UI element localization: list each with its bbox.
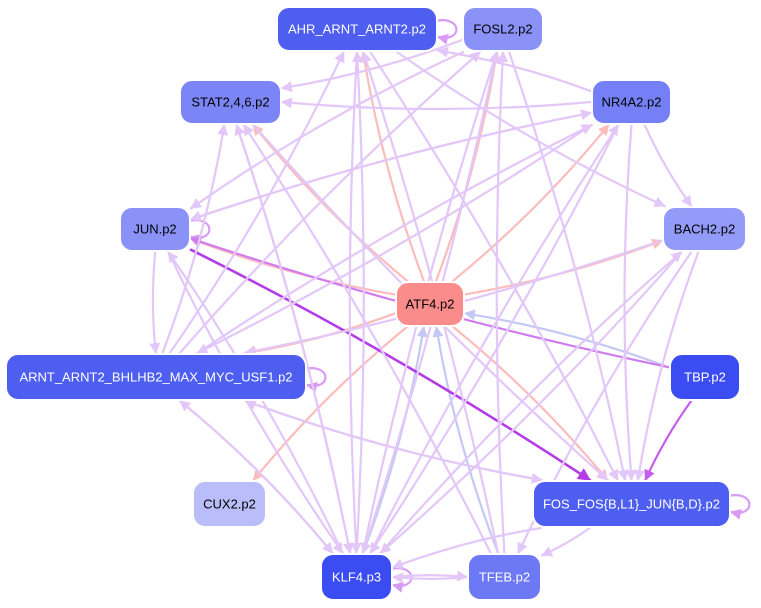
edge-nr4a2-to-ahr — [436, 46, 593, 93]
node-klf4[interactable]: KLF4.p3 — [320, 553, 393, 601]
edge-arnt-to-nr4a2 — [196, 123, 593, 355]
edge-arnt-to-stat — [161, 123, 229, 355]
edge-jun-to-arnt — [149, 250, 161, 355]
node-label: FOS_FOS{B,L1}_JUN{B,D}.p2 — [543, 497, 720, 512]
edge-arnt-to-fosl2 — [178, 50, 482, 355]
node-cux2[interactable]: CUX2.p2 — [192, 480, 267, 528]
node-label: TBP.p2 — [684, 370, 726, 385]
node-label: STAT2,4,6.p2 — [191, 95, 269, 110]
edge-jun-to-jun — [186, 219, 211, 245]
node-label: CUX2.p2 — [203, 497, 256, 512]
node-label: NR4A2.p2 — [602, 95, 662, 110]
node-arnt[interactable]: ARNT_ARNT2_BHLHB2_MAX_MYC_USF1.p2 — [5, 353, 307, 401]
node-label: KLF4.p3 — [332, 570, 381, 585]
edge-fosl2-to-jun — [189, 50, 465, 210]
edge-fos-to-tfeb — [540, 526, 591, 557]
edge-atf4-to-fosl2 — [435, 50, 501, 283]
node-box — [467, 553, 542, 601]
edge-nr4a2-to-stat — [280, 97, 593, 111]
node-bach2[interactable]: BACH2.p2 — [662, 206, 747, 252]
edge-fosl2-to-stat — [280, 38, 464, 93]
edge-arnt-to-klf4 — [179, 399, 334, 555]
edge-nr4a2-to-klf4 — [369, 123, 620, 555]
edge-fosl2-to-fos — [508, 50, 629, 482]
edge-klf4-to-stat — [234, 123, 352, 555]
node-tfeb[interactable]: TFEB.p2 — [467, 553, 542, 601]
node-jun[interactable]: JUN.p2 — [119, 206, 191, 252]
edge-nr4a2-to-bach2 — [643, 123, 693, 208]
node-box — [669, 353, 741, 401]
node-label: JUN.p2 — [133, 222, 176, 237]
edge-fos-to-klf4 — [391, 526, 543, 569]
edge-tfeb-to-atf4 — [432, 325, 500, 555]
node-box — [192, 480, 267, 528]
node-label: AHR_ARNT_ARNT2.p2 — [288, 22, 426, 37]
edge-fos-to-fos — [726, 494, 751, 520]
edge-ahr-to-bach2 — [395, 50, 666, 208]
edge-jun-to-nr4a2 — [189, 109, 593, 221]
node-box — [532, 480, 731, 528]
edge-tbp-to-fos — [644, 399, 693, 482]
edge-tfeb-to-klf4 — [391, 572, 469, 584]
edge-ahr-to-klf4 — [348, 50, 362, 555]
node-box — [276, 6, 438, 52]
node-label: ARNT_ARNT2_BHLHB2_MAX_MYC_USF1.p2 — [19, 370, 292, 385]
node-atf4[interactable]: ATF4.p2 — [395, 281, 465, 327]
edge-tfeb-to-fosl2 — [495, 50, 509, 555]
edge-arnt-to-fos — [244, 399, 543, 484]
edge-nr4a2-to-arnt — [196, 123, 593, 355]
edge-tfeb-to-stat — [242, 123, 492, 555]
edge-nr4a2-to-fos — [623, 123, 637, 482]
edge-atf4-to-cux2 — [252, 325, 408, 482]
edge-klf4-to-nr4a2 — [369, 123, 620, 555]
edge-atf4-to-fos — [452, 325, 609, 482]
edge-arnt-to-ahr — [168, 50, 345, 355]
node-tbp[interactable]: TBP.p2 — [669, 353, 741, 401]
edge-klf4-to-bach2 — [379, 250, 683, 555]
edge-tbp-to-atf4 — [463, 309, 671, 369]
node-fosl2[interactable]: FOSL2.p2 — [462, 6, 544, 52]
node-box — [395, 281, 465, 327]
node-fos[interactable]: FOS_FOS{B,L1}_JUN{B,D}.p2 — [532, 480, 731, 528]
node-box — [179, 79, 282, 125]
node-box — [119, 206, 191, 252]
edge-atf4-to-ahr — [359, 50, 425, 283]
node-label: BACH2.p2 — [674, 222, 735, 237]
edge-arnt-to-arnt — [302, 367, 327, 393]
node-label: TFEB.p2 — [479, 570, 530, 585]
node-ahr[interactable]: AHR_ARNT_ARNT2.p2 — [276, 6, 438, 52]
edge-atf4-to-bach2 — [463, 239, 664, 296]
node-stat[interactable]: STAT2,4,6.p2 — [179, 79, 282, 125]
edge-bach2-to-fos — [634, 250, 700, 482]
edge-klf4-to-ahr — [352, 50, 365, 555]
node-nr4a2[interactable]: NR4A2.p2 — [591, 79, 672, 125]
edge-bach2-to-klf4 — [379, 250, 683, 555]
node-box — [5, 353, 307, 401]
node-box — [320, 553, 393, 601]
node-box — [662, 206, 747, 252]
edge-ahr-to-ahr — [433, 19, 458, 45]
node-box — [591, 79, 672, 125]
edge-klf4-to-atf4 — [361, 325, 428, 555]
node-box — [462, 6, 544, 52]
edge-klf4-to-tfeb — [391, 570, 469, 582]
node-label: ATF4.p2 — [406, 297, 455, 312]
node-label: FOSL2.p2 — [473, 22, 532, 37]
edge-atf4-to-nr4a2 — [451, 123, 610, 283]
edge-atf4-to-stat — [252, 123, 409, 283]
